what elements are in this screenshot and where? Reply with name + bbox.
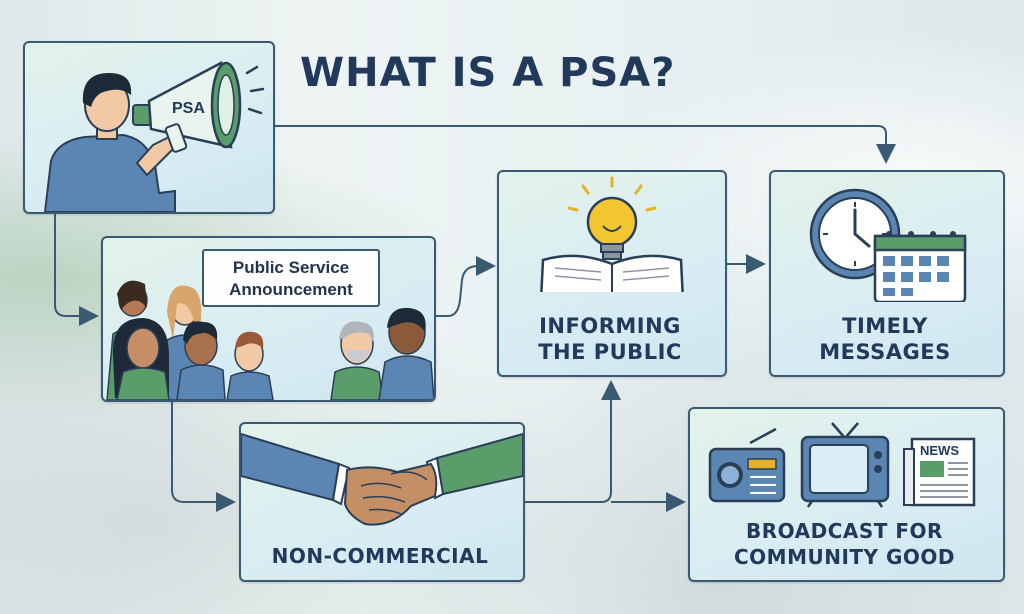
panel-broadcast: NEWS	[688, 407, 1005, 582]
lightbulb-icon	[586, 196, 638, 260]
caption-timely-line1: TIMELY	[842, 314, 928, 338]
newspaper-icon: NEWS	[903, 437, 976, 507]
clock-calendar-illustration	[809, 188, 967, 304]
megaphone-icon: PSA	[132, 61, 242, 153]
tv-icon	[800, 422, 890, 508]
media-illustration: NEWS	[708, 422, 976, 508]
arrow-noncommercial-to-informing	[521, 380, 621, 503]
panel-informing	[497, 170, 727, 377]
caption-broadcast-line1: BROADCAST FOR	[746, 519, 943, 543]
psa-sign-line1: Public Service	[232, 258, 350, 277]
arrow-audience-to-informing	[432, 256, 496, 317]
panel-timely	[769, 170, 1005, 377]
caption-broadcast-line2: COMMUNITY GOOD	[733, 545, 955, 569]
light-rays	[567, 176, 657, 212]
book-icon	[539, 254, 685, 304]
panel-megaphone: PSA	[23, 41, 275, 214]
radio-icon	[708, 427, 786, 503]
arrow-audience-to-noncommercial	[171, 399, 236, 512]
calendar-icon	[873, 231, 967, 304]
handshake-icon	[241, 432, 523, 526]
caption-informing-line1: INFORMING	[539, 314, 681, 338]
book-lightbulb-illustration	[539, 176, 685, 304]
page-title: WHAT IS A PSA?	[300, 50, 676, 96]
news-label: NEWS	[920, 443, 959, 458]
psa-sign: Public Service Announcement	[202, 249, 380, 307]
caption-timely: TIMELY MESSAGES	[769, 313, 1001, 365]
audience-illustration	[106, 280, 434, 400]
megaphone-text: PSA	[172, 100, 205, 117]
arrow-megaphone-to-audience	[54, 212, 99, 326]
person-with-megaphone: PSA	[43, 61, 265, 212]
caption-informing-line2: THE PUBLIC	[538, 340, 682, 364]
panel-audience	[101, 236, 436, 402]
caption-noncommercial: NON-COMMERCIAL	[271, 544, 489, 568]
caption-informing: INFORMING THE PUBLIC	[497, 313, 723, 365]
caption-broadcast: BROADCAST FOR COMMUNITY GOOD	[688, 518, 1001, 570]
panel-noncommercial	[239, 422, 525, 582]
arrow-megaphone-to-timely	[273, 125, 896, 164]
sound-lines	[245, 65, 265, 115]
caption-timely-line2: MESSAGES	[819, 340, 951, 364]
psa-sign-line2: Announcement	[229, 280, 353, 299]
